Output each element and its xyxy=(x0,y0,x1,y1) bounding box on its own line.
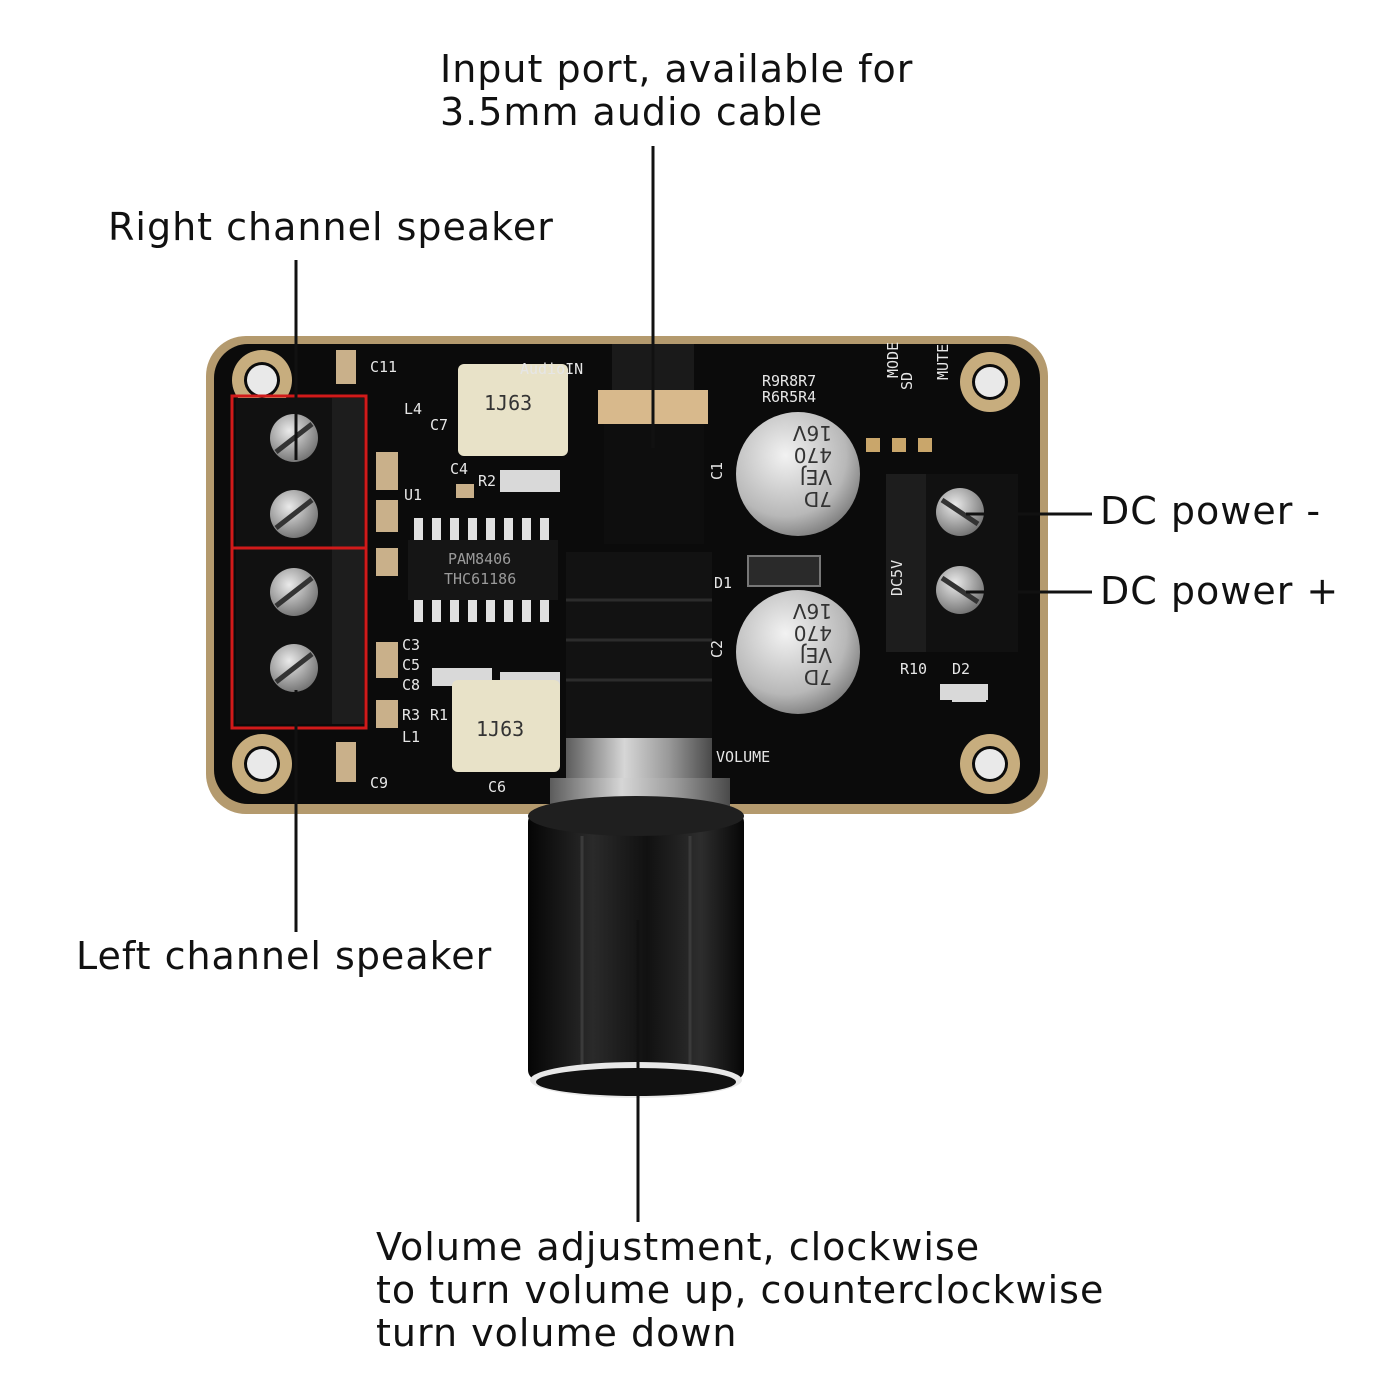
dc-negative-screw xyxy=(936,488,984,536)
electrolytic-capacitor: 7D VEJ 470 16V xyxy=(736,590,860,714)
silkscreen-labels: C11 L4 C7 C4 R2 U1 C1 D1 C2 C3 C5 C8 R3 … xyxy=(370,342,970,796)
silk-mode: MODE xyxy=(884,342,902,378)
capacitor-line: 16V xyxy=(793,421,832,445)
silk-c11: C11 xyxy=(370,358,397,376)
silk-sd: SD xyxy=(898,372,916,390)
chip-pin xyxy=(504,600,513,622)
capacitor-line: VEJ xyxy=(800,465,832,489)
chip-pin xyxy=(522,600,531,622)
chip-pin xyxy=(468,518,477,540)
silk-l4: L4 xyxy=(404,400,422,418)
chip-label-2: THC61186 xyxy=(444,570,516,588)
silk-audioin: AudioIN xyxy=(520,360,583,378)
chip-pin xyxy=(450,518,459,540)
dc-power-terminal xyxy=(886,474,1018,652)
silk-c6: C6 xyxy=(488,778,506,796)
capacitor-line: VEJ xyxy=(800,643,832,667)
film-capacitor: 1J63 xyxy=(458,364,568,456)
chip-pin xyxy=(486,600,495,622)
silk-c8: C8 xyxy=(402,676,420,694)
capacitor-marking: 1J63 xyxy=(476,717,524,741)
film-capacitor: 1J63 xyxy=(452,680,560,772)
dc-positive-screw xyxy=(936,566,984,614)
right-channel-terminal xyxy=(270,414,318,538)
silk-mute: MUTE xyxy=(934,344,952,380)
capacitor-line: 470 xyxy=(794,443,832,467)
mounting-hole xyxy=(232,734,292,794)
silk-dc5v: DC5V xyxy=(888,560,906,596)
silk-volume: VOLUME xyxy=(716,748,770,766)
silk-r9r8r7: R9R8R7 xyxy=(762,372,816,390)
right-channel-label: Right channel speaker xyxy=(108,205,554,249)
mounting-hole xyxy=(960,734,1020,794)
chip-pin xyxy=(450,600,459,622)
dc-power-minus-label: DC power - xyxy=(1100,489,1322,533)
silk-c4: C4 xyxy=(450,460,468,478)
silk-c7: C7 xyxy=(430,416,448,434)
leader-lines xyxy=(294,146,1092,1222)
left-channel-terminal xyxy=(270,568,318,692)
silk-l1: L1 xyxy=(402,728,420,746)
chip-pin xyxy=(540,518,549,540)
silk-c3: C3 xyxy=(402,636,420,654)
chip-pin xyxy=(522,518,531,540)
silk-d2: D2 xyxy=(952,660,970,678)
chip-pin xyxy=(468,600,477,622)
chip-pin xyxy=(414,600,423,622)
chip-pin xyxy=(414,518,423,540)
capacitor-marking: 1J63 xyxy=(484,391,532,415)
chip-label-1: PAM8406 xyxy=(448,550,511,568)
capacitor-line: 7D xyxy=(804,487,832,511)
left-channel-label: Left channel speaker xyxy=(76,934,493,978)
silk-c5: C5 xyxy=(402,656,420,674)
volume-adjustment-label: Volume adjustment, clockwise to turn vol… xyxy=(376,1225,1105,1355)
silk-r10: R10 xyxy=(900,660,927,678)
silk-u1: U1 xyxy=(404,486,422,504)
mounting-hole xyxy=(960,352,1020,412)
capacitor-line: 470 xyxy=(794,621,832,645)
silk-r3: R3 xyxy=(402,706,420,724)
amplifier-chip: PAM8406 THC61186 xyxy=(408,518,558,622)
input-port-label: Input port, available for 3.5mm audio ca… xyxy=(440,47,914,134)
chip-pin xyxy=(432,600,441,622)
silk-r6r5r4: R6R5R4 xyxy=(762,388,816,406)
silk-c1: C1 xyxy=(708,462,726,480)
silk-d1: D1 xyxy=(714,574,732,592)
capacitor-line: 7D xyxy=(804,665,832,689)
chip-pin xyxy=(486,518,495,540)
capacitor-line: 16V xyxy=(793,599,832,623)
volume-knob xyxy=(528,796,744,1098)
power-led xyxy=(952,684,986,702)
potentiometer xyxy=(550,552,730,822)
silk-c9: C9 xyxy=(370,774,388,792)
electrolytic-capacitor: 7D VEJ 470 16V xyxy=(736,412,860,536)
silk-r1: R1 xyxy=(430,706,448,724)
silk-c2: C2 xyxy=(708,640,726,658)
chip-pin xyxy=(432,518,441,540)
chip-pin xyxy=(540,600,549,622)
dc-power-plus-label: DC power + xyxy=(1100,569,1340,613)
speaker-terminal-block xyxy=(230,394,368,730)
mode-header-pins xyxy=(866,438,932,452)
left-channel-highlight-box xyxy=(230,546,368,730)
diode xyxy=(747,555,821,587)
silk-r2: R2 xyxy=(478,472,496,490)
chip-pin xyxy=(504,518,513,540)
